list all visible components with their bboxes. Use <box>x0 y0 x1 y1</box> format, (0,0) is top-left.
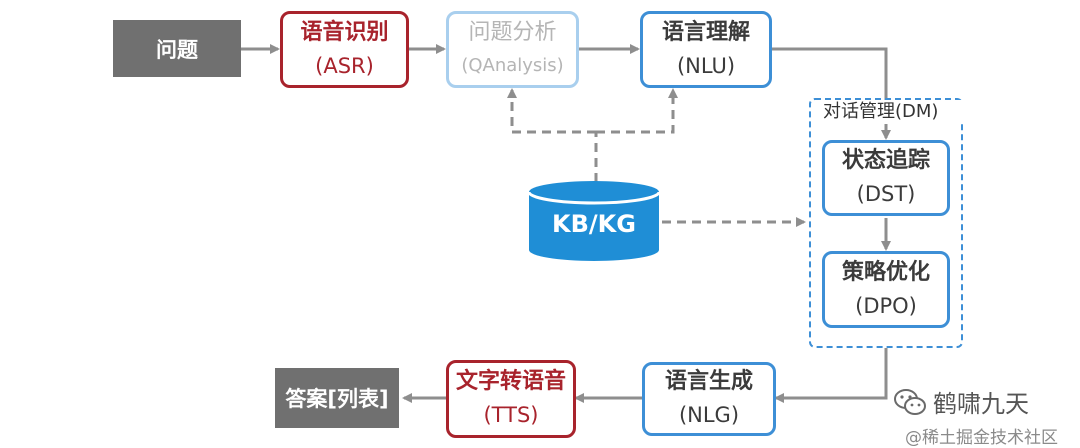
nlu-title: 语言理解 <box>661 19 750 45</box>
question-box: 问题 <box>113 20 241 77</box>
nlg-node: 语言生成 (NLG) <box>642 362 776 436</box>
nlg-abbr: (NLG) <box>678 403 740 427</box>
dm-frame <box>809 98 963 348</box>
asr-title: 语音识别 <box>300 19 389 45</box>
dashed-to-nlu <box>596 88 678 134</box>
nlu-abbr: (NLU) <box>676 53 736 78</box>
wechat-icon <box>894 388 926 415</box>
dpo-abbr: (DPO) <box>855 293 917 318</box>
dst-node: 状态追踪 (DST) <box>822 140 950 216</box>
answer-box: 答案[列表] <box>275 368 399 428</box>
dst-abbr: (DST) <box>856 182 916 206</box>
tts-node: 文字转语音 (TTS) <box>446 360 576 438</box>
kb-database-icon <box>527 181 661 261</box>
watermark-main-text: 鹤啸九天 <box>933 390 1029 418</box>
answer-label: 答案[列表] <box>285 387 389 411</box>
dpo-title: 策略优化 <box>841 259 930 285</box>
tts-title: 文字转语音 <box>455 369 566 394</box>
asr-node: 语音识别 (ASR) <box>280 11 409 88</box>
watermark: 鹤啸九天 <box>893 384 1029 419</box>
asr-abbr: (ASR) <box>315 53 374 78</box>
qanalysis-node: 问题分析 (QAnalysis) <box>446 11 579 88</box>
tts-abbr: (TTS) <box>483 403 539 427</box>
dst-title: 状态追踪 <box>841 148 930 173</box>
qanalysis-title: 问题分析 <box>468 19 557 45</box>
kb-label: KB/KG <box>552 210 636 238</box>
dm-title: 对话管理(DM) <box>823 100 963 124</box>
kb-dashed-links <box>507 88 806 227</box>
qanalysis-abbr: (QAnalysis) <box>461 54 564 76</box>
arrow-dm-to-nlg <box>774 348 888 403</box>
nlg-title: 语言生成 <box>664 369 753 394</box>
dpo-node: 策略优化 (DPO) <box>822 251 950 328</box>
question-label: 问题 <box>156 37 198 62</box>
dashed-to-qanalysis <box>507 88 596 134</box>
watermark-sub-text: @稀土掘金技术社区 <box>905 428 1058 448</box>
nlu-node: 语言理解 (NLU) <box>640 11 772 88</box>
